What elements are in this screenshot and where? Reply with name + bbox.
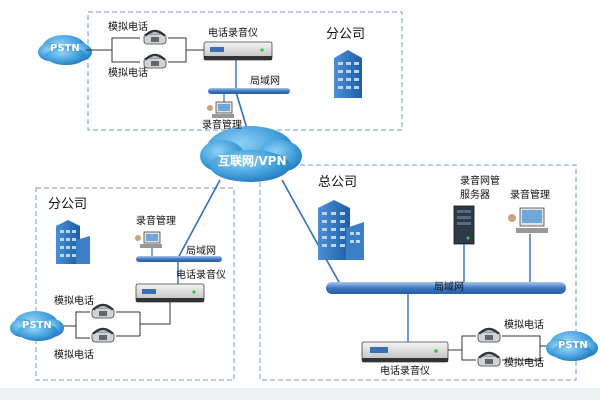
- hq-title: 总公司: [318, 175, 358, 190]
- left-branch-box: [35, 187, 235, 381]
- hq-mgmt-label: 录音管理: [510, 190, 550, 201]
- hq-phone-1-label: 模拟电话: [504, 320, 544, 331]
- hq-building-icon: [318, 200, 364, 260]
- top-phone-2-label: 模拟电话: [108, 68, 148, 79]
- hq-recorder-label: 电话录音仪: [380, 366, 430, 377]
- top-branch-title: 分公司: [326, 27, 366, 42]
- left-mgmt-pc-icon: [135, 231, 162, 248]
- left-phone-2-label: 模拟电话: [54, 350, 94, 361]
- top-branch-building-icon: [334, 50, 362, 98]
- left-recorder-device: [135, 283, 205, 303]
- hq-pstn-label: PSTN: [558, 340, 588, 351]
- internet-cloud: [200, 126, 302, 182]
- hq-lan-label: 局域网: [434, 282, 464, 293]
- left-mgmt-label: 录音管理: [136, 216, 176, 227]
- top-mgmt-label: 录音管理: [202, 120, 242, 131]
- left-lan-bus: [136, 256, 222, 262]
- top-lan-bus: [208, 88, 290, 94]
- hq-lan-bus: [326, 282, 566, 294]
- left-phone-1-label: 模拟电话: [54, 296, 94, 307]
- top-mgmt-pc-icon: [207, 101, 234, 118]
- top-phone-recorder-line: [168, 37, 204, 51]
- hq-server-label-line1: 录音网管: [460, 176, 500, 187]
- left-phone-1-icon: [91, 303, 115, 319]
- left-pstn-phone-line: [62, 311, 90, 327]
- left-phone-2-icon: [91, 327, 115, 343]
- link-cloud-top: [235, 91, 249, 133]
- hq-recorder-phone-line-2: [461, 350, 476, 361]
- left-pstn-phone-line-2: [75, 326, 90, 339]
- hq-mgmt-pc-icon: [508, 207, 548, 233]
- hq-phone-pstn-line: [502, 335, 552, 347]
- left-pstn-label: PSTN: [22, 320, 52, 331]
- top-phone-1-icon: [143, 29, 167, 45]
- top-pstn-cloud: [38, 35, 92, 65]
- link-cloud-hq: [281, 179, 341, 285]
- top-pstn-label: PSTN: [50, 43, 80, 54]
- internet-label: 互联网/VPN: [218, 154, 287, 168]
- top-pstn-line: [86, 37, 140, 51]
- bottom-strip: [0, 388, 600, 400]
- top-lan-label: 局域网: [250, 76, 280, 87]
- hq-recorder-phone-line: [448, 335, 476, 351]
- top-phone-recorder-line-2: [168, 50, 187, 63]
- left-branch-title: 分公司: [48, 197, 88, 212]
- hq-phone-pstn-line-2: [502, 346, 541, 361]
- left-recorder-label: 电话录音仪: [176, 270, 226, 281]
- top-recorder-device: [203, 41, 273, 61]
- top-phone-1-label: 模拟电话: [108, 22, 148, 33]
- hq-server-label-line2: 服务器: [460, 190, 490, 201]
- top-phone-2-icon: [143, 53, 167, 69]
- hq-phone-2-icon: [477, 351, 501, 367]
- left-recorder-phone-line: [140, 302, 171, 325]
- hq-phone-2-label: 模拟电话: [504, 358, 544, 369]
- left-branch-building-icon: [56, 220, 90, 264]
- link-cloud-left: [177, 179, 221, 259]
- hq-pstn-cloud: [546, 331, 598, 361]
- top-recorder-label: 电话录音仪: [208, 28, 258, 39]
- hq-recorder-device: [361, 341, 449, 363]
- hq-box: [259, 164, 577, 381]
- left-lan-label: 局域网: [186, 246, 216, 257]
- hq-server-icon: [453, 205, 475, 245]
- left-pstn-cloud: [10, 311, 64, 341]
- hq-phone-1-icon: [477, 327, 501, 343]
- top-pstn-line-2: [111, 50, 140, 63]
